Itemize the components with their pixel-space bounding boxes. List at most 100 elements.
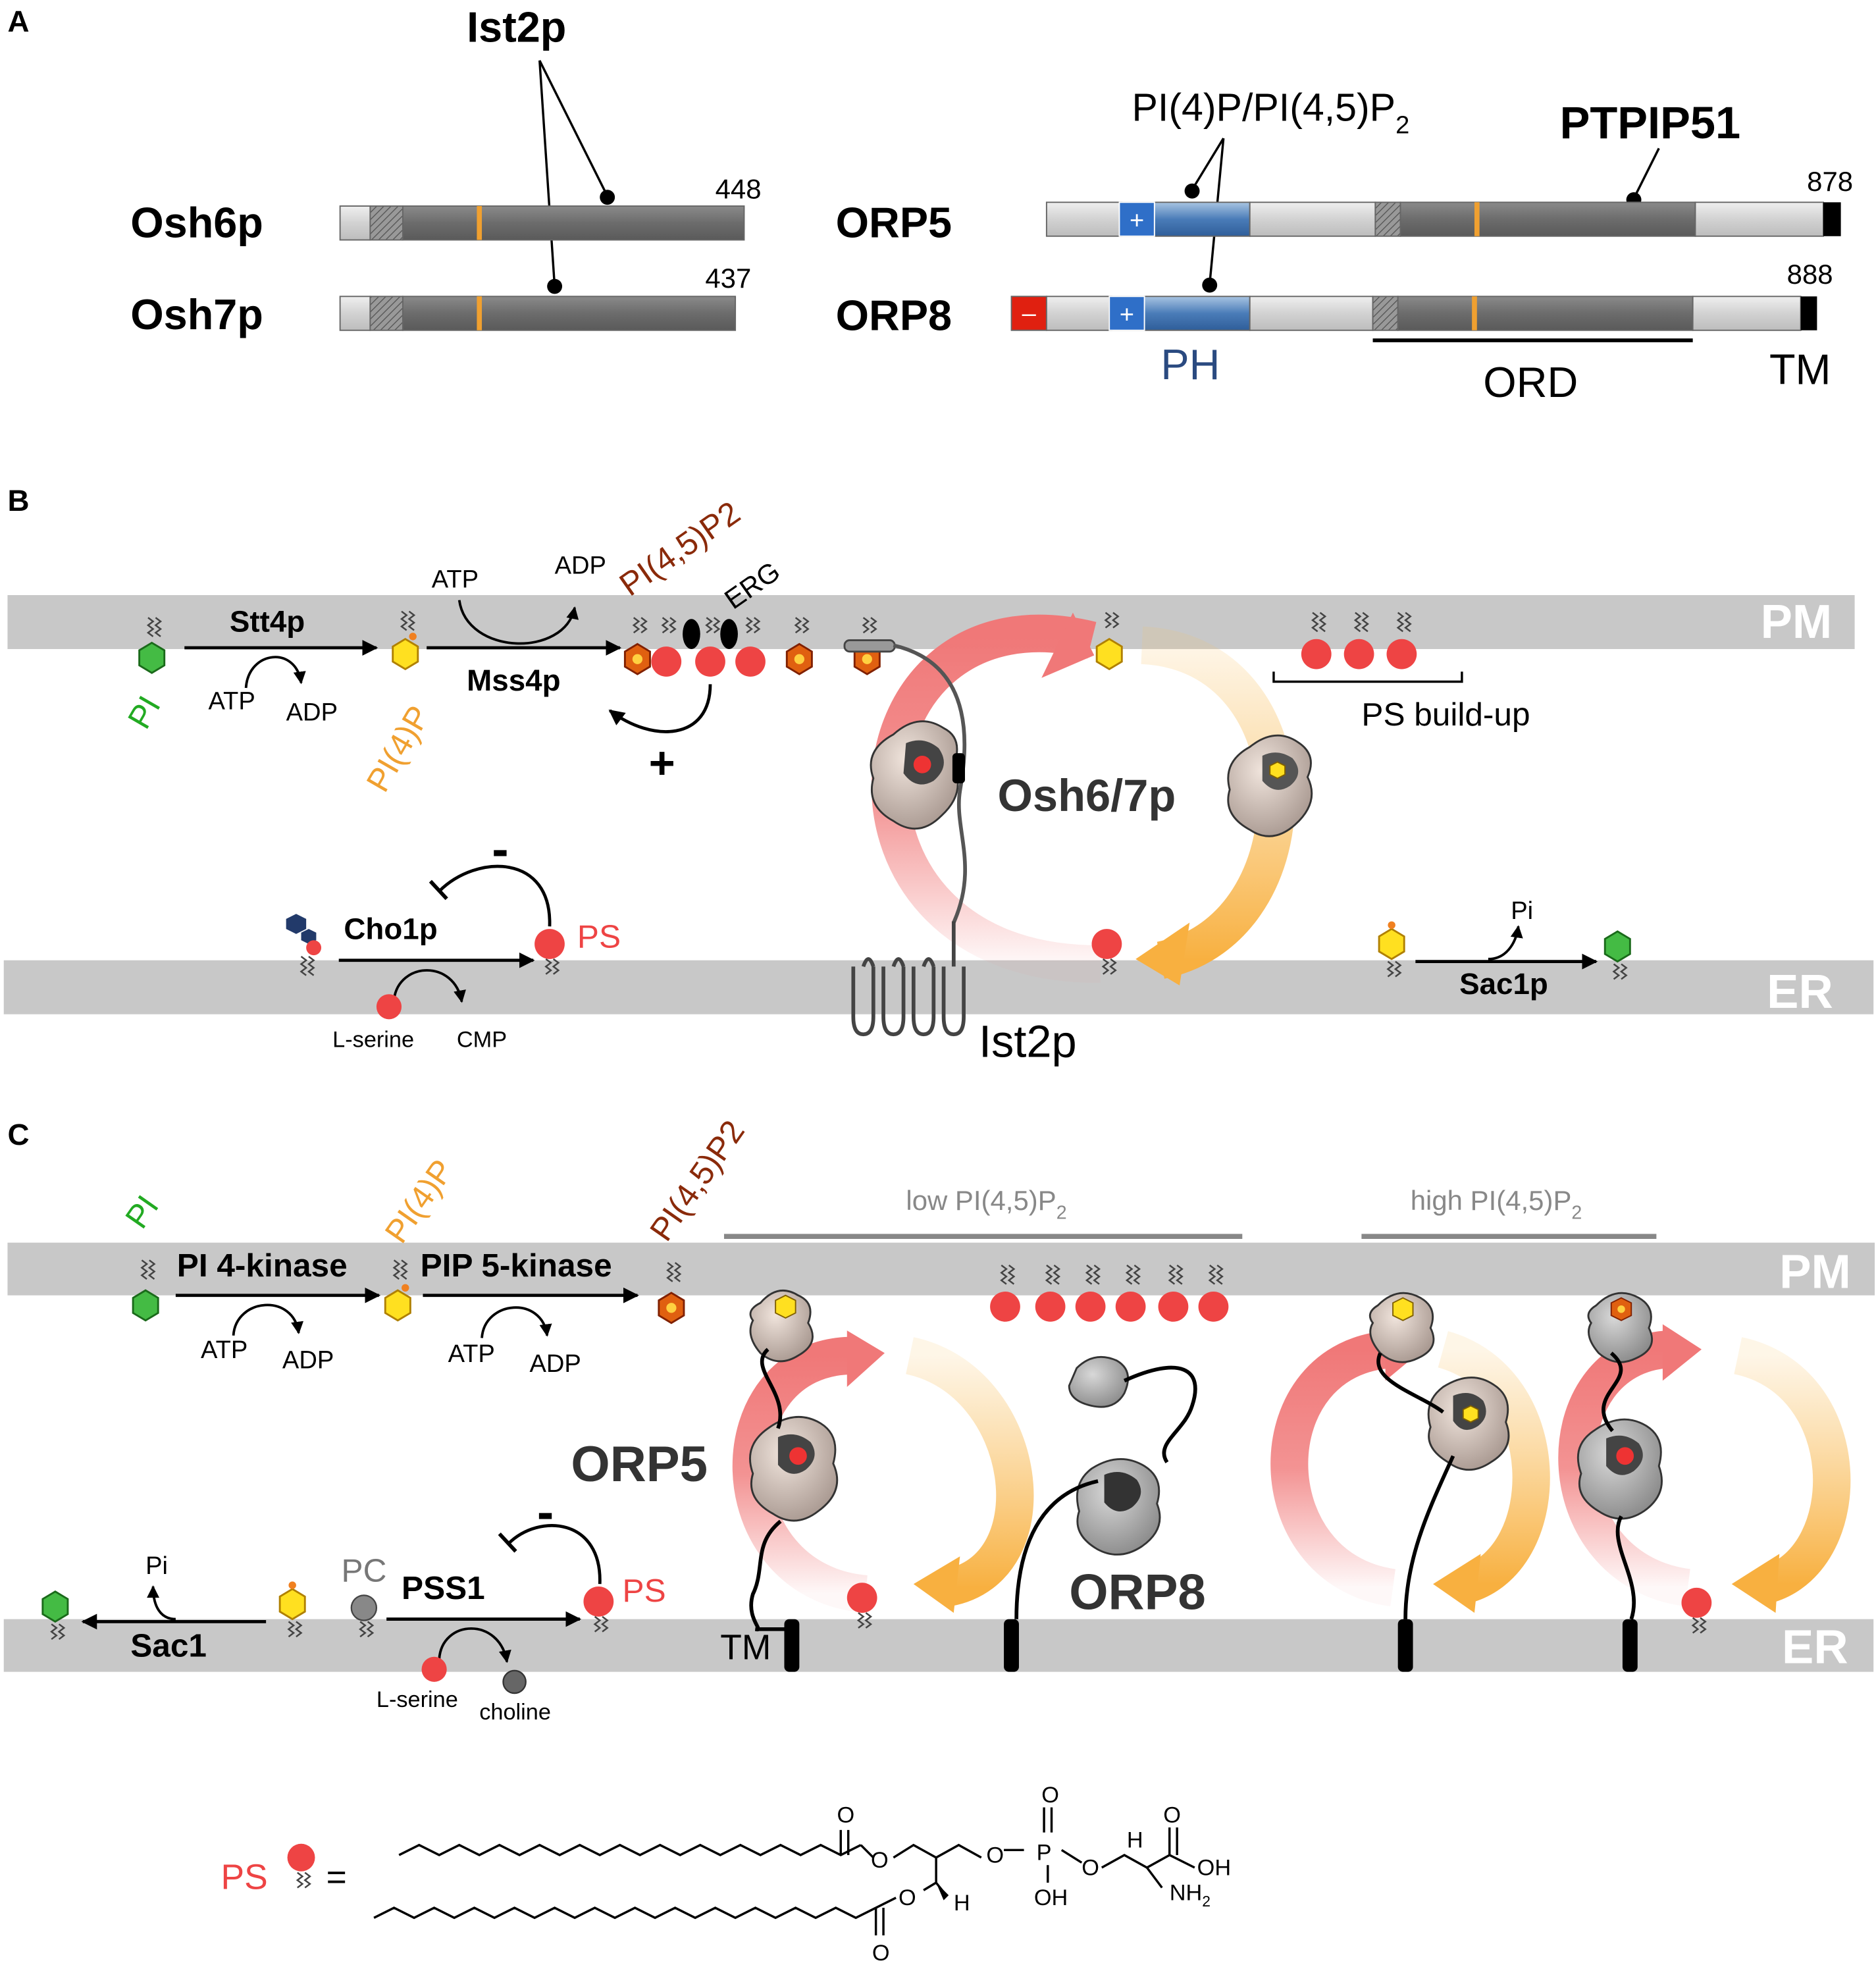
pip5k-adp: ADP [529,1350,581,1378]
struct-h-1: H [1127,1828,1143,1853]
orp8-label-c: ORP8 [1069,1564,1206,1620]
osh-protein-ps-bound [870,720,959,830]
cho1p-serine-arc [392,969,466,1003]
pi4p-transport-arrowhead-c1 [913,1556,960,1613]
pi-lipid-er-b [1603,930,1631,980]
ps-chemical-structure [373,1807,1195,1935]
pi4p-transport-arrow-c1 [905,1337,1034,1607]
pip2-feedback-plus: + [649,737,675,788]
pi4k-atp: ATP [201,1336,248,1364]
struct-oh-1: OH [1034,1885,1068,1910]
stereo-wedge [936,1882,949,1901]
pi4p-lipid-er-b [1378,921,1405,978]
svg-text:–: – [1022,299,1037,327]
ps-buildup-label: PS build-up [1361,696,1530,733]
ps-lipid-er-c3 [1681,1587,1712,1634]
ist2p-label-a: Ist2p [467,3,566,51]
ps-lipid-er-c1 [847,1583,877,1629]
ps-lipid-b [534,929,565,975]
pi4p-transport-arrow-c2 [1437,1331,1550,1602]
panel-c-letter: C [7,1118,29,1151]
orp5-label-a: ORP5 [836,199,952,247]
tm-domain-label: TM [1769,346,1831,394]
plasma-membrane-b [7,594,1855,649]
ist2p-binding-site-osh7p [547,278,563,294]
ps-feedback-minus-b: - [492,822,508,878]
tm-label-c: TM [720,1629,771,1667]
pi4p-transport-arrowhead-b [1135,922,1190,985]
svg-text:+: + [1130,206,1144,234]
er-membrane-b [3,960,1874,1014]
osh7p-label: Osh7p [130,290,263,338]
orp8-label-a: ORP8 [836,292,952,340]
mss4p-label: Mss4p [467,664,560,697]
choline-label: choline [479,1700,551,1725]
pi-lipid-c [132,1259,159,1322]
er-membrane-c [3,1619,1874,1672]
ps-feedback-arc-b [438,864,552,927]
orp5-label-c: ORP5 [571,1436,708,1492]
ptpip51-label: PTPIP51 [1560,97,1741,148]
struct-h-2: H [954,1891,970,1916]
lserine-b [376,994,402,1020]
ps-buildup-bracket [1272,671,1463,683]
panel-b: B PM ER PI Stt4p ATP ADP PI(4)P Mss4p AT… [3,484,1874,1067]
osh6p-domain-bar [339,205,745,241]
pi-lipid-er-c [41,1590,69,1640]
orp5-length: 878 [1807,166,1853,197]
struct-o-3: O [986,1843,1004,1868]
pi4p-transport-arrow-c3 [1733,1337,1851,1602]
pi4p-transport-arrowhead-c3 [1731,1554,1780,1613]
struct-o-7: O [899,1885,916,1910]
sac1p-label: Sac1p [1459,967,1548,1001]
svg-text:+: + [1120,300,1134,328]
ps-feedback-minus-c: - [537,1484,554,1540]
er-label-c: ER [1782,1620,1848,1673]
ptpip51-binding-line [1632,147,1660,199]
pi4p-lipid-c [384,1259,411,1322]
osh7p-length: 437 [705,263,751,294]
ps-structure: PS = [221,1783,1232,1966]
ist2p-binding-lines [538,60,609,287]
stt4p-adp: ADP [286,698,338,727]
lserine-c [421,1656,447,1682]
orp5-protein-low [749,1290,839,1672]
pip5k-label: PIP 5-kinase [421,1247,612,1284]
ps-lipid-er-c [583,1587,614,1633]
pi-label-b: PI [120,690,168,735]
ps-buildup-lipids [1301,612,1417,669]
pip5k-atp: ATP [448,1340,495,1368]
panel-b-letter: B [7,484,29,517]
ps-label-c: PS [623,1572,666,1609]
ist2p-tether [843,639,967,1037]
pip2-feedback-arc [608,684,712,733]
pip2-label-c: PI(4,5)P2 [642,1113,752,1247]
pi4k-adp: ADP [282,1346,334,1374]
cdp-dag-lipid [286,914,322,976]
high-pip2-label: high PI(4,5)P2 [1411,1185,1582,1223]
pi4p-label-b: PI(4)P [359,699,437,798]
ps-transport-arrowhead-c3 [1662,1324,1702,1381]
sac1-pi-label: Pi [145,1552,168,1580]
struct-nh2: NH2 [1170,1881,1211,1910]
pi4p-label-c: PI(4)P [377,1153,460,1249]
panel-a-letter: A [7,5,29,38]
ps-transport-arrowhead-c1 [847,1330,885,1387]
mss4p-adp: ADP [555,552,606,580]
low-pip2-label: low PI(4,5)P2 [906,1185,1066,1223]
plasma-membrane-c [7,1242,1875,1296]
pi4p-lipid-er-c [278,1581,306,1638]
stt4p-atp-arc [244,656,306,689]
ps-structure-icon [287,1843,315,1889]
osh7p-domain-bar [339,296,737,331]
ps-feedback-bar-b [429,879,448,901]
ph-binding-site-orp8 [1202,277,1218,293]
pi4p-transport-arrowhead-c2 [1433,1554,1481,1613]
cmp-label-b: CMP [457,1027,507,1052]
struct-o-5: O [1081,1855,1099,1880]
pss1-serine-arc [438,1627,511,1664]
pip5k-atp-arc [481,1306,552,1338]
ps-structure-label: PS [221,1858,268,1897]
pi4k-atp-arc [232,1303,304,1336]
